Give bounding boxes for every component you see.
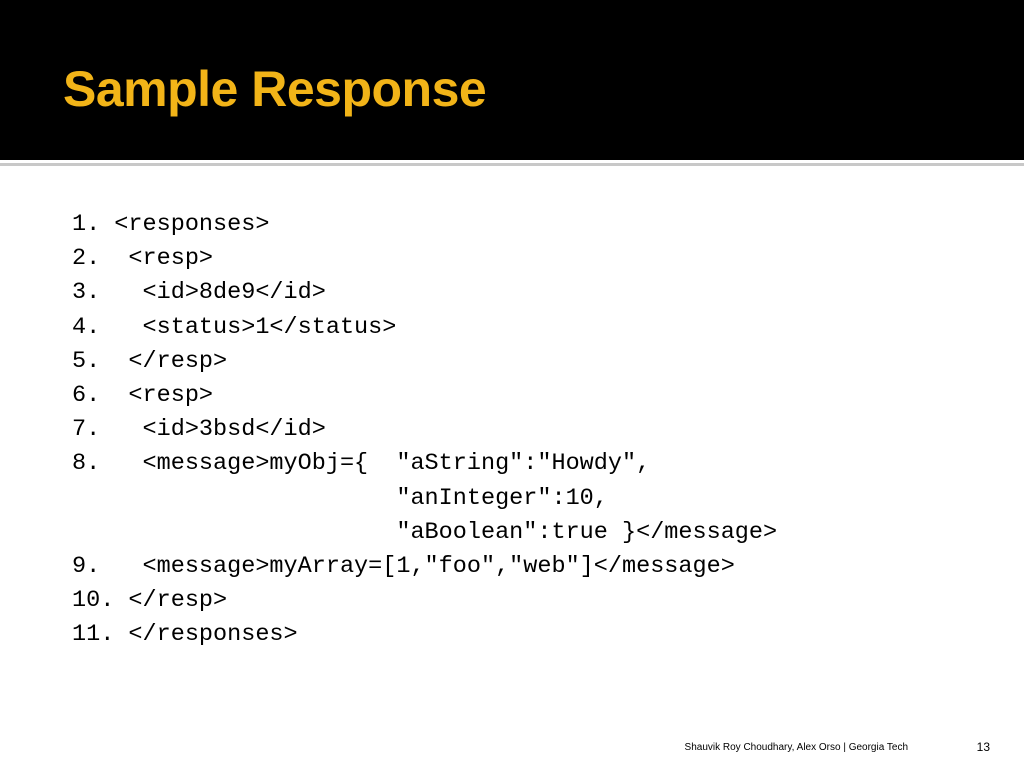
code-listing: 1. <responses> 2. <resp> 3. <id>8de9</id… xyxy=(72,208,777,652)
code-line: 1. <responses> xyxy=(72,211,270,238)
code-line: 9. <message>myArray=[1,"foo","web"]</mes… xyxy=(72,552,735,580)
title-divider xyxy=(0,163,1024,166)
page-number: 13 xyxy=(976,740,990,754)
code-line: "anInteger":10, xyxy=(72,484,608,512)
code-line: "aBoolean":true }</message> xyxy=(72,518,778,546)
code-line: 8. <message>myObj={ "aString":"Howdy", xyxy=(72,450,651,478)
title-bar: Sample Response xyxy=(0,0,1024,160)
code-line: 10. </resp> xyxy=(72,587,228,615)
code-line: 11. </responses> xyxy=(72,621,298,649)
slide-footer: Shauvik Roy Choudhary, Alex Orso | Georg… xyxy=(684,742,908,753)
code-line: 4. <status>1</status> xyxy=(72,313,397,341)
code-line: 3. <id>8de9</id> xyxy=(72,279,326,307)
code-line: 5. </resp> xyxy=(72,347,228,375)
code-line: 2. <resp> xyxy=(72,245,214,273)
code-line: 7. <id>3bsd</id> xyxy=(72,416,326,444)
slide-title: Sample Response xyxy=(63,61,487,117)
code-line: 6. <resp> xyxy=(72,381,214,409)
